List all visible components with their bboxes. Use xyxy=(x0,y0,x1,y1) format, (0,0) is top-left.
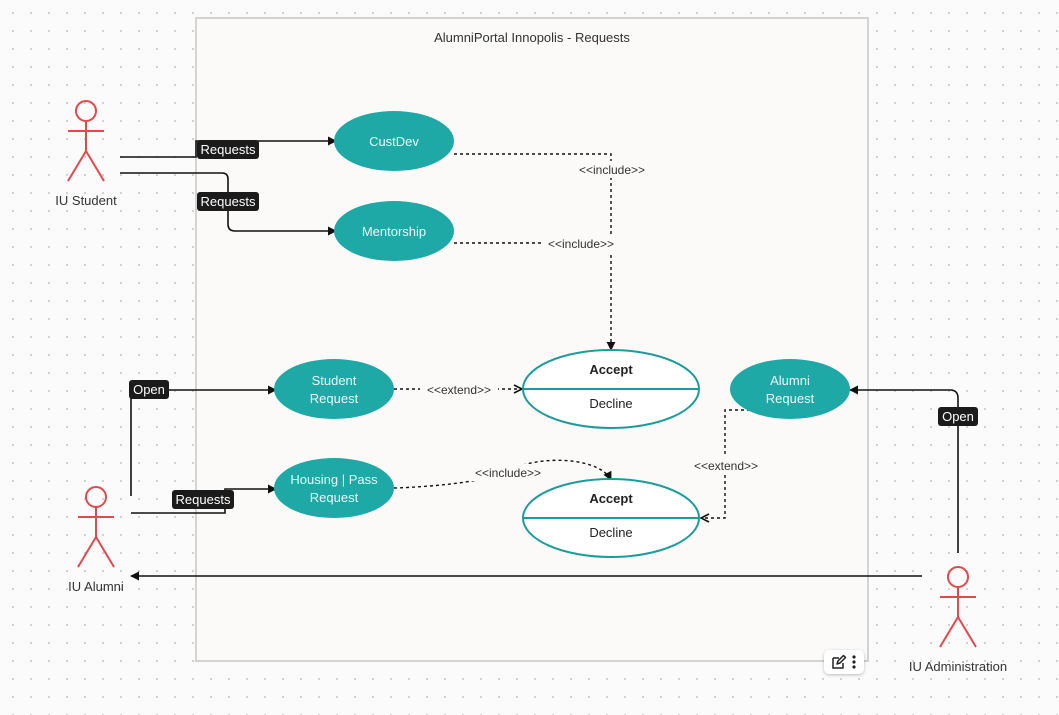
accept-label-1: Accept xyxy=(589,362,633,377)
use-case-housing-request[interactable]: Housing | Pass Request xyxy=(274,458,394,518)
use-case-alumni-request[interactable]: Alumni Request xyxy=(730,359,850,419)
edge-housing-include[interactable] xyxy=(393,459,612,489)
actor-iu-student[interactable]: IU Student xyxy=(55,100,117,208)
actor-iu-student-label: IU Student xyxy=(55,193,117,208)
edge-label-include-custdev: <<include>> xyxy=(579,163,645,177)
edge-label-extend-student: <<extend>> xyxy=(427,383,491,397)
use-case-accept-decline-1[interactable]: Accept Decline xyxy=(522,349,700,429)
system-title: AlumniPortal Innopolis - Requests xyxy=(434,30,630,45)
use-case-mentorship[interactable]: Mentorship xyxy=(334,201,454,261)
edge-custdev-include[interactable] xyxy=(454,153,616,351)
actor-stick-figure-icon xyxy=(939,566,977,648)
edge-label-include-housing: <<include>> xyxy=(475,466,541,480)
edge-label-requests-1-text: Requests xyxy=(201,142,256,157)
use-case-student-request-line2: Request xyxy=(310,391,359,406)
edge-label-open-2[interactable]: Open xyxy=(938,407,978,426)
more-vertical-icon[interactable] xyxy=(851,654,857,670)
use-case-accept-decline-2[interactable]: Accept Decline xyxy=(522,478,700,558)
edit-icon[interactable] xyxy=(831,654,847,670)
edge-label-extend-alumni: <<extend>> xyxy=(694,459,758,473)
edge-label-open-1-text: Open xyxy=(133,382,165,397)
system-boundary[interactable] xyxy=(195,17,869,662)
use-case-custdev[interactable]: CustDev xyxy=(334,111,454,171)
use-case-custdev-label: CustDev xyxy=(369,134,419,149)
accept-label-2: Accept xyxy=(589,491,633,506)
edge-label-requests-2-text: Requests xyxy=(201,194,256,209)
use-case-student-request-line1: Student xyxy=(312,373,357,388)
actor-iu-alumni[interactable]: IU Alumni xyxy=(68,486,124,594)
edge-label-requests-2[interactable]: Requests xyxy=(197,192,259,211)
edge-student-custdev[interactable] xyxy=(120,136,337,158)
actor-iu-alumni-label: IU Alumni xyxy=(68,579,124,594)
use-case-alumni-request-line1: Alumni xyxy=(770,373,810,388)
use-case-student-request[interactable]: Student Request xyxy=(274,359,394,419)
use-case-housing-request-line2: Request xyxy=(310,490,359,505)
decline-label-2: Decline xyxy=(589,525,632,540)
actor-stick-figure-icon xyxy=(77,486,115,568)
use-case-alumni-request-line2: Request xyxy=(766,391,815,406)
edge-label-open-1[interactable]: Open xyxy=(129,380,169,399)
decline-label-1: Decline xyxy=(589,396,632,411)
boundary-toolbar xyxy=(824,650,864,674)
actor-iu-administration[interactable]: IU Administration xyxy=(909,566,1007,674)
edge-admin-alumni-request[interactable] xyxy=(849,385,959,553)
edge-label-open-2-text: Open xyxy=(942,409,974,424)
use-case-mentorship-label: Mentorship xyxy=(362,224,426,239)
edge-label-requests-1[interactable]: Requests xyxy=(197,140,259,159)
edge-label-requests-3[interactable]: Requests xyxy=(172,490,234,509)
actor-iu-administration-label: IU Administration xyxy=(909,659,1007,674)
use-case-housing-request-line1: Housing | Pass xyxy=(290,472,378,487)
edge-label-requests-3-text: Requests xyxy=(176,492,231,507)
edge-label-include-mentorship: <<include>> xyxy=(548,237,614,251)
actor-stick-figure-icon xyxy=(67,100,105,182)
